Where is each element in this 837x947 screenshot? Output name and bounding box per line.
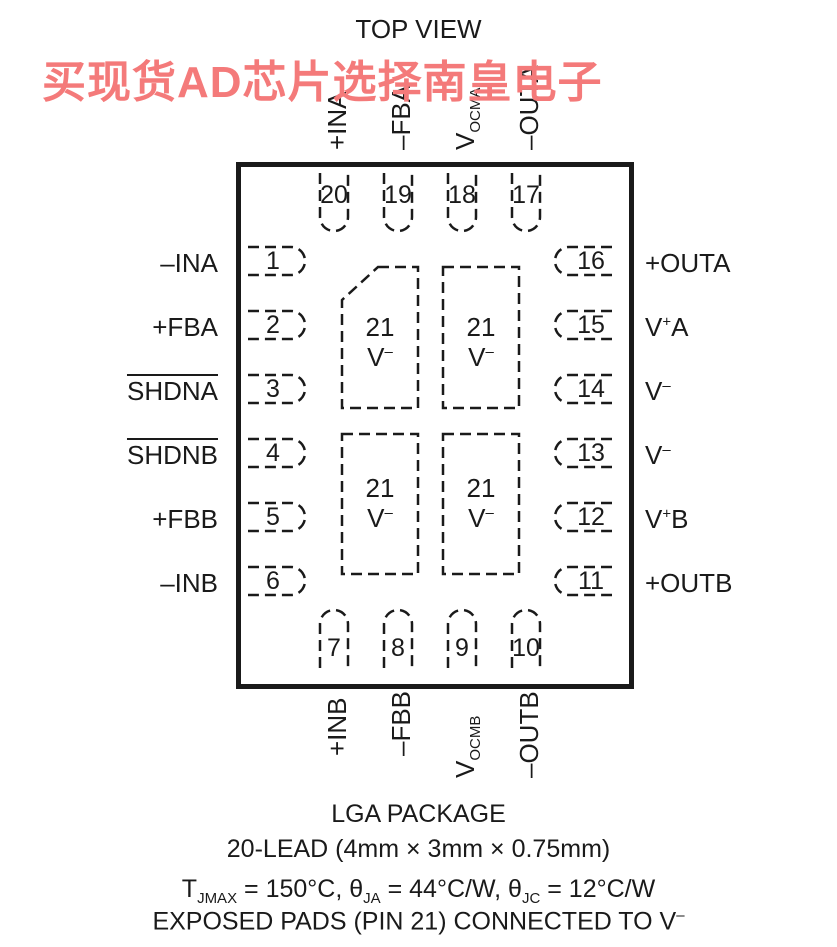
pin-number-17: 17 — [512, 181, 540, 209]
pin-number-2: 2 — [266, 311, 280, 339]
pin-number-6: 6 — [266, 567, 280, 595]
pin-label-5: +FBB — [152, 504, 218, 534]
pin-number-9: 9 — [455, 634, 469, 662]
pin-number-19: 19 — [384, 181, 412, 209]
pin-label-14: V– — [645, 376, 671, 406]
pin-label-15: V+A — [645, 312, 689, 342]
pin-number-10: 10 — [512, 634, 540, 662]
pin-label-10: –OUTB — [514, 691, 544, 778]
pin-label-2: +FBA — [152, 312, 218, 342]
pin-number-5: 5 — [266, 503, 280, 531]
caption-thermal: TJMAX = 150°C, θJA = 44°C/W, θJC = 12°C/… — [181, 875, 656, 907]
caption-lead: 20-LEAD (4mm × 3mm × 0.75mm) — [226, 835, 611, 863]
pin-label-3-text: SHDNA — [126, 376, 218, 406]
pin-number-20: 20 — [320, 181, 348, 209]
pin-number-11: 11 — [578, 567, 604, 595]
caption-exposed-pads: EXPOSED PADS (PIN 21) CONNECTED TO V– — [152, 907, 685, 936]
pin-label-4-text: SHDNB — [126, 440, 218, 470]
caption-package: LGA PACKAGE — [331, 800, 506, 828]
pin-label-3: SHDNA — [108, 376, 218, 407]
pin-number-7: 7 — [327, 634, 341, 662]
pin-number-14: 14 — [577, 375, 605, 403]
watermark-text: 买现货AD芯片选择南皇电子 — [42, 58, 603, 107]
top-view-label: TOP VIEW — [355, 14, 482, 44]
exposed-pad-tr-outline — [441, 265, 521, 410]
pin-number-8: 8 — [391, 634, 405, 662]
pin-label-4: SHDNB — [108, 440, 218, 471]
package-body — [236, 162, 634, 689]
pin-number-18: 18 — [448, 181, 476, 209]
pin-label-12: V+B — [645, 504, 689, 534]
pin-label-6: –INB — [160, 568, 218, 598]
pin-label-7: +INB — [322, 697, 352, 756]
pin-number-12: 12 — [577, 503, 605, 531]
pin-label-9: VOCMB — [450, 715, 485, 778]
pin-label-1: –INA — [160, 248, 218, 278]
pin-number-15: 15 — [577, 311, 605, 339]
pin-number-16: 16 — [577, 247, 605, 275]
pin-number-3: 3 — [266, 375, 280, 403]
pin-number-1: 1 — [266, 247, 280, 275]
pin-label-8: –FBB — [386, 690, 416, 756]
pin-label-16: +OUTA — [645, 248, 731, 278]
pin-label-11: +OUTB — [645, 568, 733, 598]
exposed-pad-br-outline — [441, 432, 521, 576]
pin-number-4: 4 — [266, 439, 280, 467]
pin-label-13: V– — [645, 440, 671, 470]
pin-number-13: 13 — [577, 439, 605, 467]
exposed-pad-bl-outline — [340, 432, 420, 576]
